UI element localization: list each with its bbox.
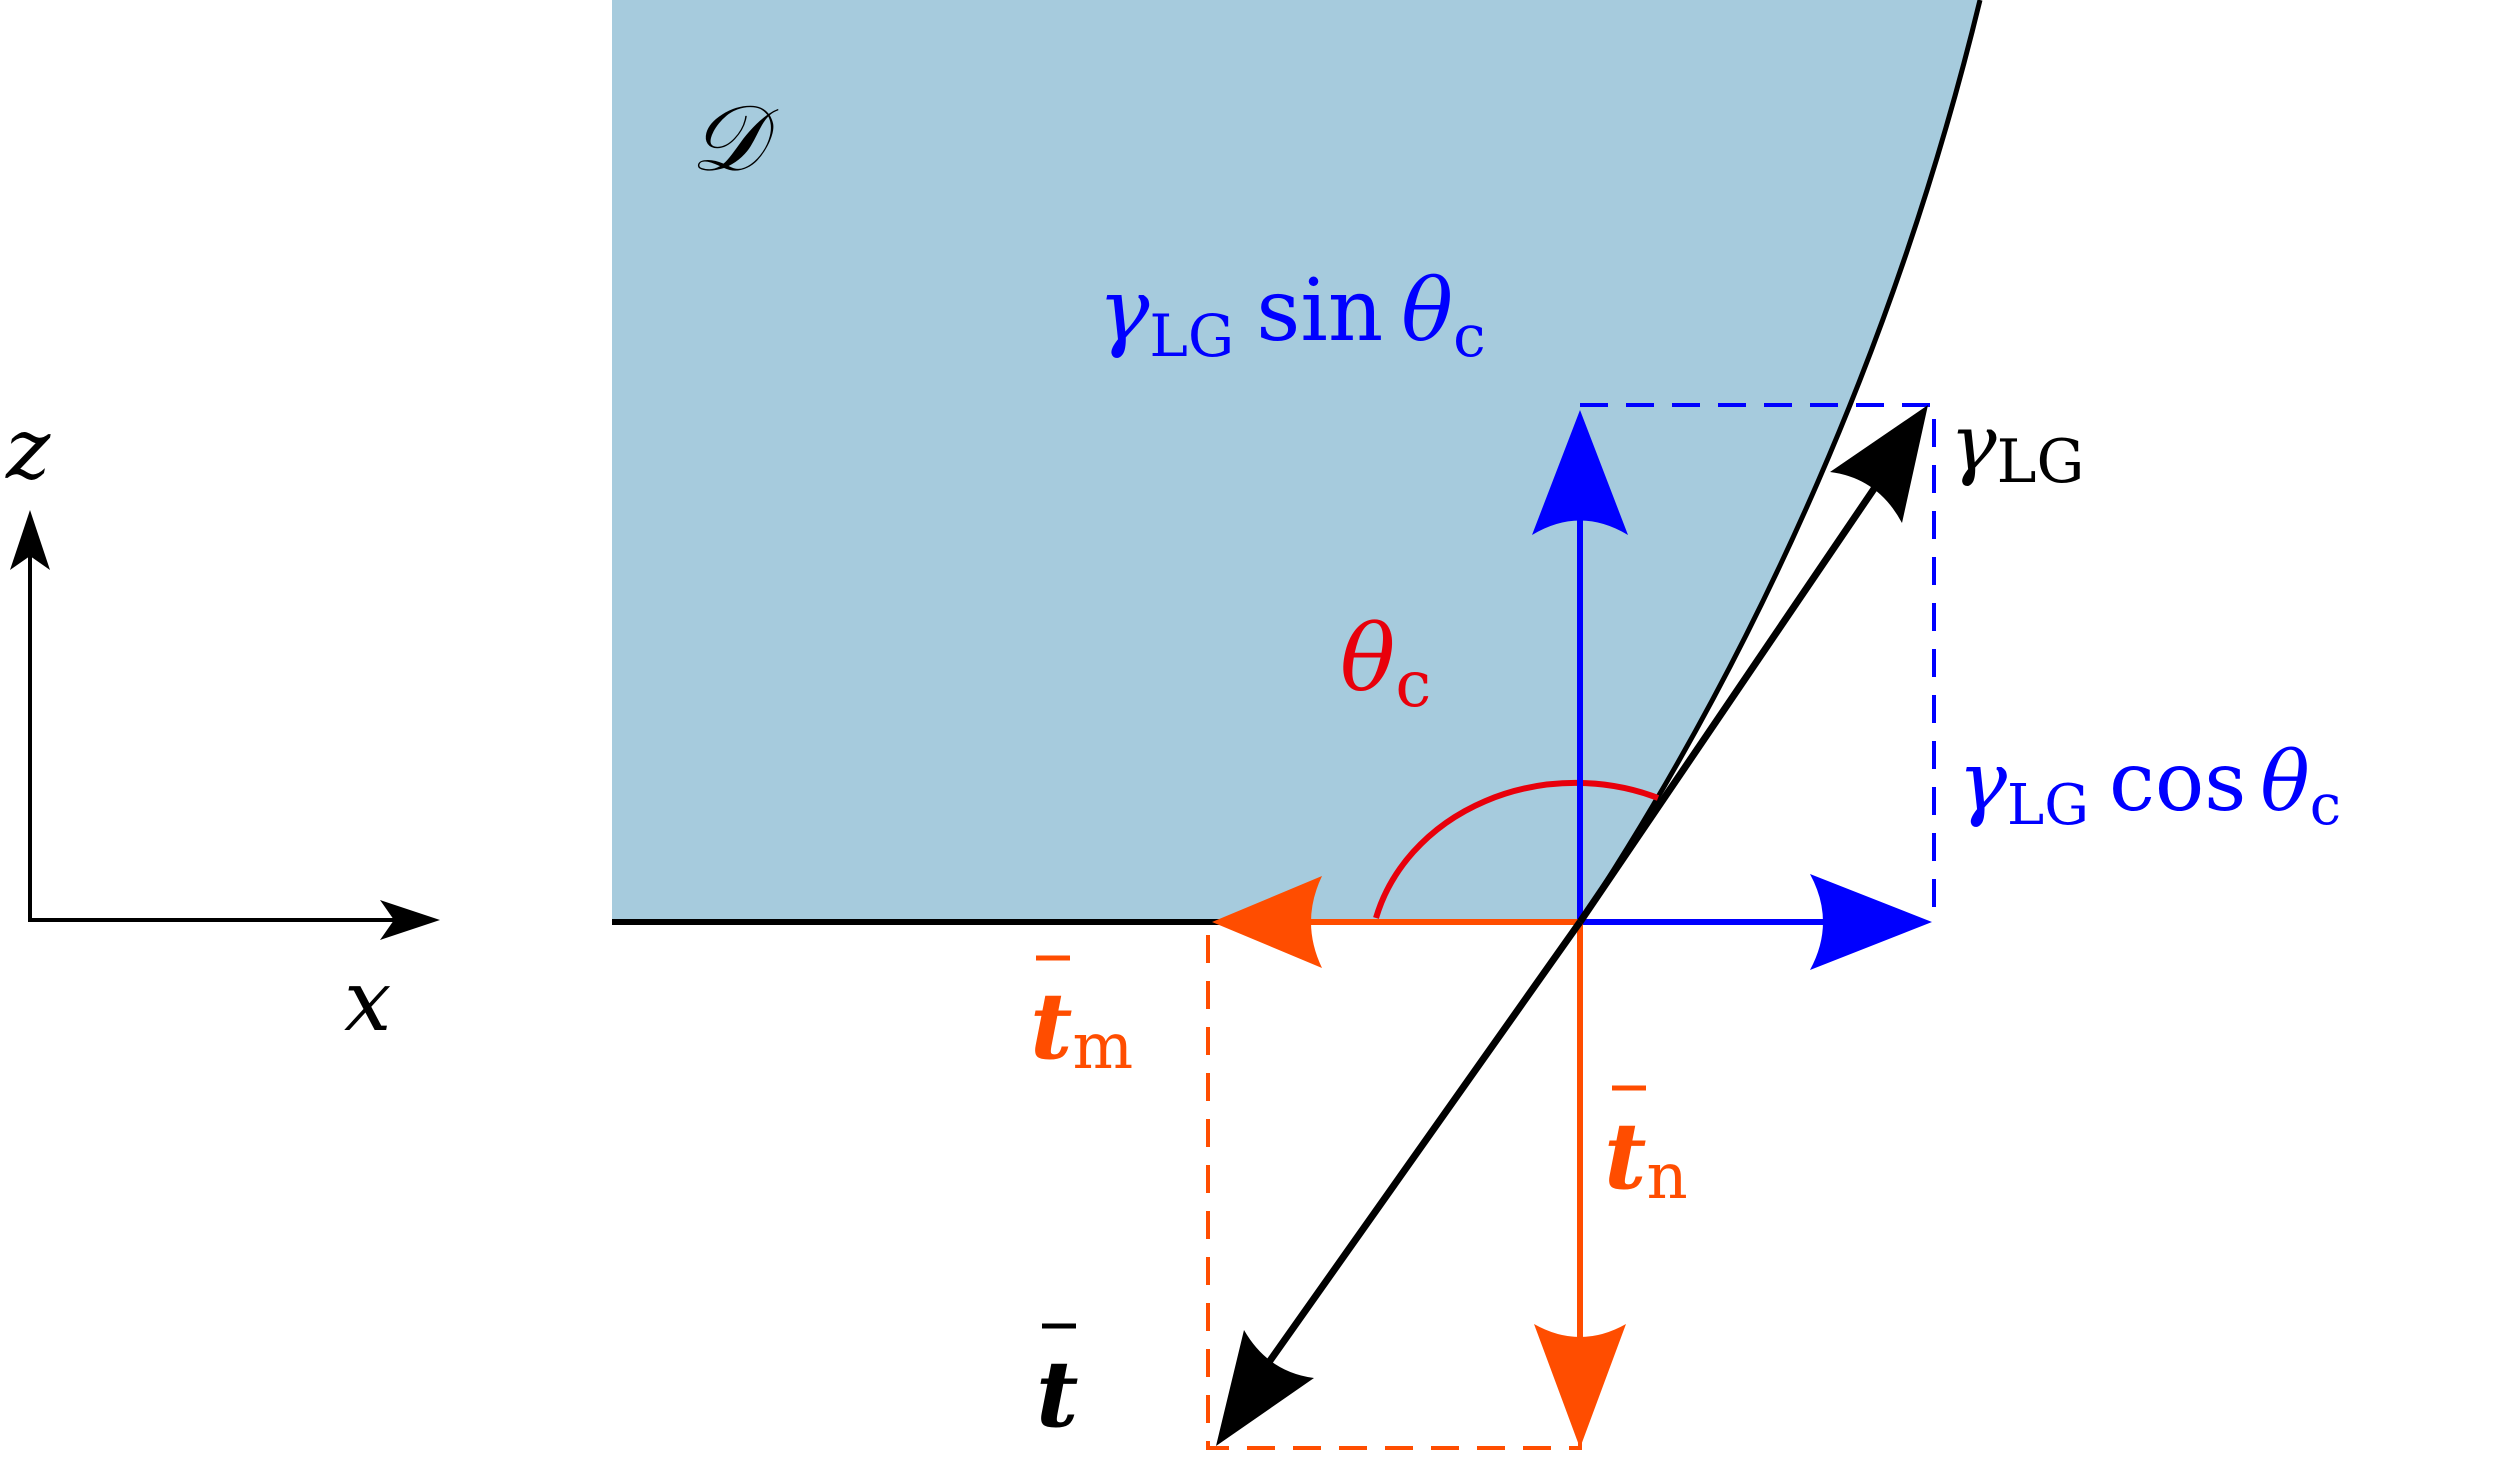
tn-arrowhead (1534, 1324, 1626, 1448)
liquid-domain-region (612, 0, 1980, 922)
x-axis-label: x (344, 952, 391, 1050)
horizontal-component-arrowhead (1810, 874, 1932, 970)
x-axis-arrowhead (380, 900, 440, 940)
t-bar-label: t (1036, 1340, 1079, 1448)
orange-dashed-box (1206, 935, 1582, 1450)
vertical-component-arrowhead (1532, 410, 1628, 535)
t-bar-arrowhead (1216, 1330, 1314, 1446)
theta-c-label: θc (1340, 605, 1431, 722)
tn-label: tn (1604, 1102, 1688, 1214)
t-bar-arrow-shaft (1259, 919, 1583, 1375)
contact-angle-arc (1373, 779, 1660, 919)
gamma-lg-arrow-shaft (1577, 478, 1883, 924)
tm-label: tm (1030, 972, 1133, 1084)
z-axis-label: z (5, 400, 51, 498)
z-axis-arrowhead (10, 510, 50, 570)
gamma-lg-label: γLG (1950, 399, 2084, 497)
tm-arrowhead (1212, 876, 1322, 968)
blue-dashed-box (1580, 403, 1936, 922)
gamma-lg-arrowhead (1830, 405, 1928, 523)
